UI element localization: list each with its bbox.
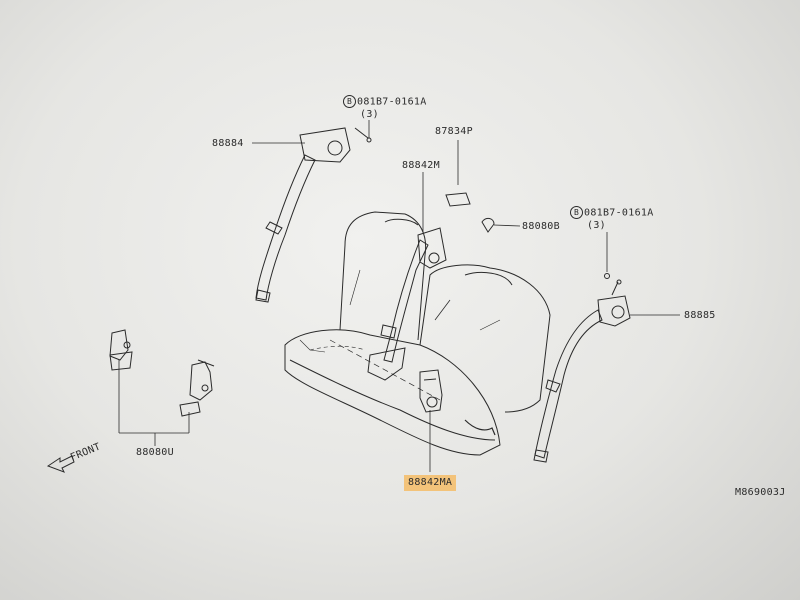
diagram-id: M869003J — [735, 487, 786, 498]
part-label-88080u: 88080U — [136, 447, 174, 458]
bolt-right-qty: (3) — [587, 220, 606, 231]
part-88080b-cap — [481, 217, 495, 233]
part-label-88885: 88885 — [684, 310, 716, 321]
right-outer-belt — [533, 273, 631, 463]
part-label-88080b: 88080B — [522, 221, 560, 232]
rear-seat — [284, 211, 551, 456]
part-label-87834p: 87834P — [435, 126, 473, 137]
left-outer-belt — [255, 127, 372, 303]
part-label-88842m: 88842M — [402, 160, 440, 171]
bolt-right-symbol: B — [570, 206, 583, 219]
part-label-88884: 88884 — [212, 138, 244, 149]
bolt-left-code: 081B7-0161A — [357, 96, 427, 108]
center-buckle — [419, 369, 443, 413]
part-87834p-clip — [445, 192, 471, 207]
front-arrow-icon — [46, 455, 75, 473]
buckle-assembly-88080u — [109, 329, 215, 417]
center-belt — [367, 227, 447, 381]
leader-lines — [118, 120, 680, 472]
bolt-right-code: 081B7-0161A — [584, 207, 654, 219]
bolt-left-symbol: B — [343, 95, 356, 108]
part-label-88842ma: 88842MA — [404, 475, 457, 491]
bolt-left-qty: (3) — [360, 109, 379, 120]
